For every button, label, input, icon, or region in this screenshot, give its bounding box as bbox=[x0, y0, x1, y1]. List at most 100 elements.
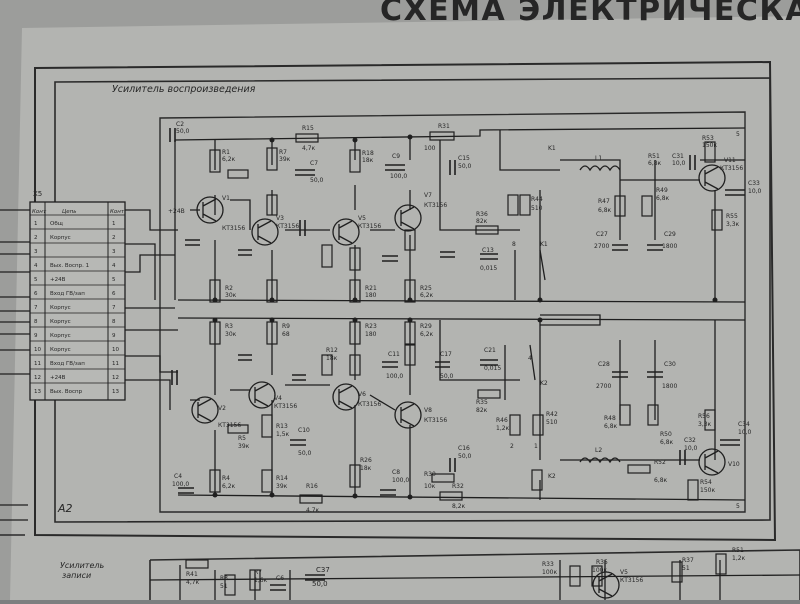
label-r3-value: 30к bbox=[225, 331, 237, 338]
connector-pin-right: 11 bbox=[112, 361, 119, 367]
label-r42-value: 510 bbox=[546, 419, 558, 426]
resistor-r50 bbox=[647, 404, 659, 426]
label-r1-value: 6,2к bbox=[222, 156, 236, 163]
capacitor-c8 bbox=[380, 489, 396, 496]
label-r47-value: 6,8к bbox=[598, 207, 612, 214]
label-v2: V2 bbox=[218, 405, 226, 412]
label-c28-value: 2700 bbox=[596, 383, 611, 390]
capacitor-c21 bbox=[480, 359, 498, 366]
label-v7-type: КТ3156 bbox=[424, 202, 447, 209]
label-c31-value: 10,0 bbox=[672, 160, 686, 167]
label-c4-value: 100,0 bbox=[172, 481, 189, 488]
connector-pin-left: 10 bbox=[34, 347, 41, 353]
label-r47: R47 bbox=[598, 198, 610, 205]
transistor-rec-v5-body bbox=[592, 571, 620, 599]
label-n8: 8 bbox=[512, 241, 516, 248]
label-r4: R4 bbox=[222, 475, 230, 482]
label-n5-bottom: 5 bbox=[736, 503, 740, 510]
connector-signal-name: Корпус bbox=[50, 333, 71, 339]
resistor-r56 bbox=[704, 409, 716, 431]
label-rec-r7: R7 bbox=[254, 569, 262, 576]
label-r14: R14 bbox=[276, 475, 288, 482]
capacitor-rec-c6 bbox=[270, 584, 286, 591]
connector-x5-box bbox=[29, 201, 126, 401]
connector-header-name: Цепь bbox=[62, 209, 77, 215]
resistors bbox=[185, 131, 727, 596]
label-rec-r51-value: 1,2к bbox=[732, 555, 746, 562]
label-rec-v5: V5 bbox=[620, 569, 628, 576]
resistor-r36 bbox=[475, 225, 499, 235]
capacitor-c9 bbox=[385, 164, 405, 171]
resistor-r48 bbox=[619, 404, 631, 426]
capacitor-c6 bbox=[299, 220, 306, 236]
label-rec-r35-value: 100к bbox=[592, 567, 607, 574]
label-k2-bottom: K2 bbox=[548, 473, 556, 480]
label-r49: R49 bbox=[656, 187, 668, 194]
resistor-r31 bbox=[429, 131, 455, 141]
label-v5-type: КТ3156 bbox=[358, 223, 381, 230]
label-k2: K2 bbox=[540, 380, 548, 387]
connector-header-left: Конт bbox=[32, 209, 47, 215]
label-v10: V10 bbox=[728, 461, 740, 468]
label-rec-r35: R35 bbox=[596, 559, 608, 566]
label-c13-value: 0,015 bbox=[480, 265, 497, 272]
resistor-r13 bbox=[261, 414, 273, 438]
block-record-caption-2: записи bbox=[62, 571, 91, 580]
resistor-r17 bbox=[321, 244, 333, 268]
connector-pin-right: 9 bbox=[112, 333, 116, 339]
label-c13: C13 bbox=[482, 247, 494, 254]
label-r13: R13 bbox=[276, 423, 288, 430]
label-r7: R7 bbox=[279, 149, 287, 156]
label-c8-value: 100,0 bbox=[392, 477, 409, 484]
label-rec-r37-value: 51 bbox=[682, 565, 690, 572]
label-supply: +24В bbox=[168, 208, 185, 215]
capacitor-c29 bbox=[647, 244, 663, 251]
label-c16: C16 bbox=[458, 445, 470, 452]
board-outline bbox=[159, 111, 746, 513]
connector-pin-right: 3 bbox=[112, 249, 116, 255]
resistor-rec-r7 bbox=[249, 569, 261, 591]
label-r31: R31 bbox=[438, 123, 450, 130]
label-r25: R25 bbox=[420, 285, 432, 292]
connector-pin-right: 2 bbox=[112, 235, 116, 241]
resistor-r26 bbox=[349, 464, 361, 488]
label-r2: R2 bbox=[225, 285, 233, 292]
transistor-v10-body bbox=[698, 448, 726, 476]
label-c15: C15 bbox=[458, 155, 470, 162]
label-r13-value: 1,5к bbox=[276, 431, 290, 438]
transistors bbox=[191, 164, 726, 599]
resistor-r38 bbox=[531, 469, 543, 491]
label-r56: R56 bbox=[698, 413, 710, 420]
label-r51-value: 6,8к bbox=[648, 160, 662, 167]
resistor-r8 bbox=[266, 194, 278, 216]
connector-signal-name: Корпус bbox=[50, 305, 71, 311]
connector-pin-left: 8 bbox=[34, 319, 38, 325]
label-c30-value: 1800 bbox=[662, 383, 677, 390]
transistor-v5-body bbox=[332, 218, 360, 246]
connector-pin-left: 12 bbox=[34, 375, 41, 381]
label-r49-value: 6,8к bbox=[656, 195, 670, 202]
capacitor-c11-top bbox=[382, 255, 398, 262]
resistor-r53 bbox=[704, 141, 716, 163]
label-rec-r33-value: 100к bbox=[542, 569, 557, 576]
connector-signal-name: +24В bbox=[50, 375, 66, 381]
label-r46-value: 1,2к bbox=[496, 425, 510, 432]
label-l2: L2 bbox=[595, 447, 602, 454]
capacitor-c5 bbox=[238, 249, 252, 256]
connector-pin-right: 10 bbox=[112, 347, 119, 353]
label-r35-value: 82к bbox=[476, 407, 488, 414]
transistor-v2-body bbox=[191, 396, 219, 424]
label-c7-value: 50,0 bbox=[310, 177, 324, 184]
label-rec-c6: C6 bbox=[276, 575, 284, 582]
connector-pin-left: 13 bbox=[34, 389, 41, 395]
resistor-r54 bbox=[687, 479, 699, 501]
sheet-title: СХЕМА ЭЛЕКТРИЧЕСКАЯ ПРИНЦИПИА bbox=[380, 0, 800, 28]
label-r16: R16 bbox=[306, 483, 318, 490]
transistor-v7-body bbox=[394, 204, 422, 232]
label-v5: V5 bbox=[358, 215, 366, 222]
resistor-r4 bbox=[209, 469, 221, 493]
inductors bbox=[579, 165, 621, 464]
label-c21: C21 bbox=[484, 347, 496, 354]
